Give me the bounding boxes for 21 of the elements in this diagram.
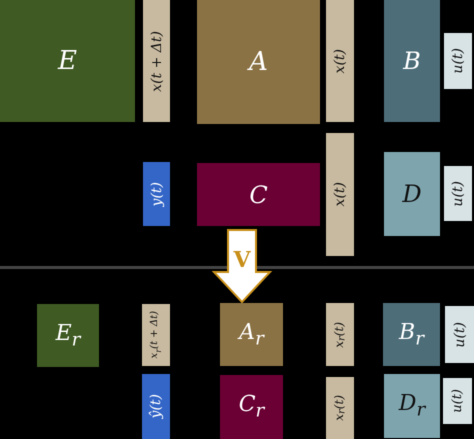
matrix-block: A [197,0,320,124]
vector-block: u(t) [444,166,472,221]
block-arrow [212,229,272,304]
matrix-block: E [0,0,135,122]
vector-block: u(t) [444,33,472,89]
matrix-block: D [384,152,440,236]
matrix-block: B$_{r}$ [383,303,440,366]
vector-block: x(t) [326,0,354,122]
vector-block: u(t) [443,378,472,424]
matrix-block: A$_{r}$ [220,303,283,366]
edge-label: V [232,248,252,272]
matrix-block: E$_{r}$ [37,304,99,367]
vector-block: x(t + Δt) [143,0,170,122]
vector-block: y(t) [143,162,170,226]
vector-block: ŷ(t) [142,374,170,439]
matrix-block: D$_{r}$ [384,374,440,438]
matrix-block: B [384,0,440,122]
vector-block: x(t) [326,133,354,256]
matrix-block: C [197,163,320,226]
vector-block: u(t) [445,306,474,363]
matrix-block: C$_{r}$ [220,375,283,439]
